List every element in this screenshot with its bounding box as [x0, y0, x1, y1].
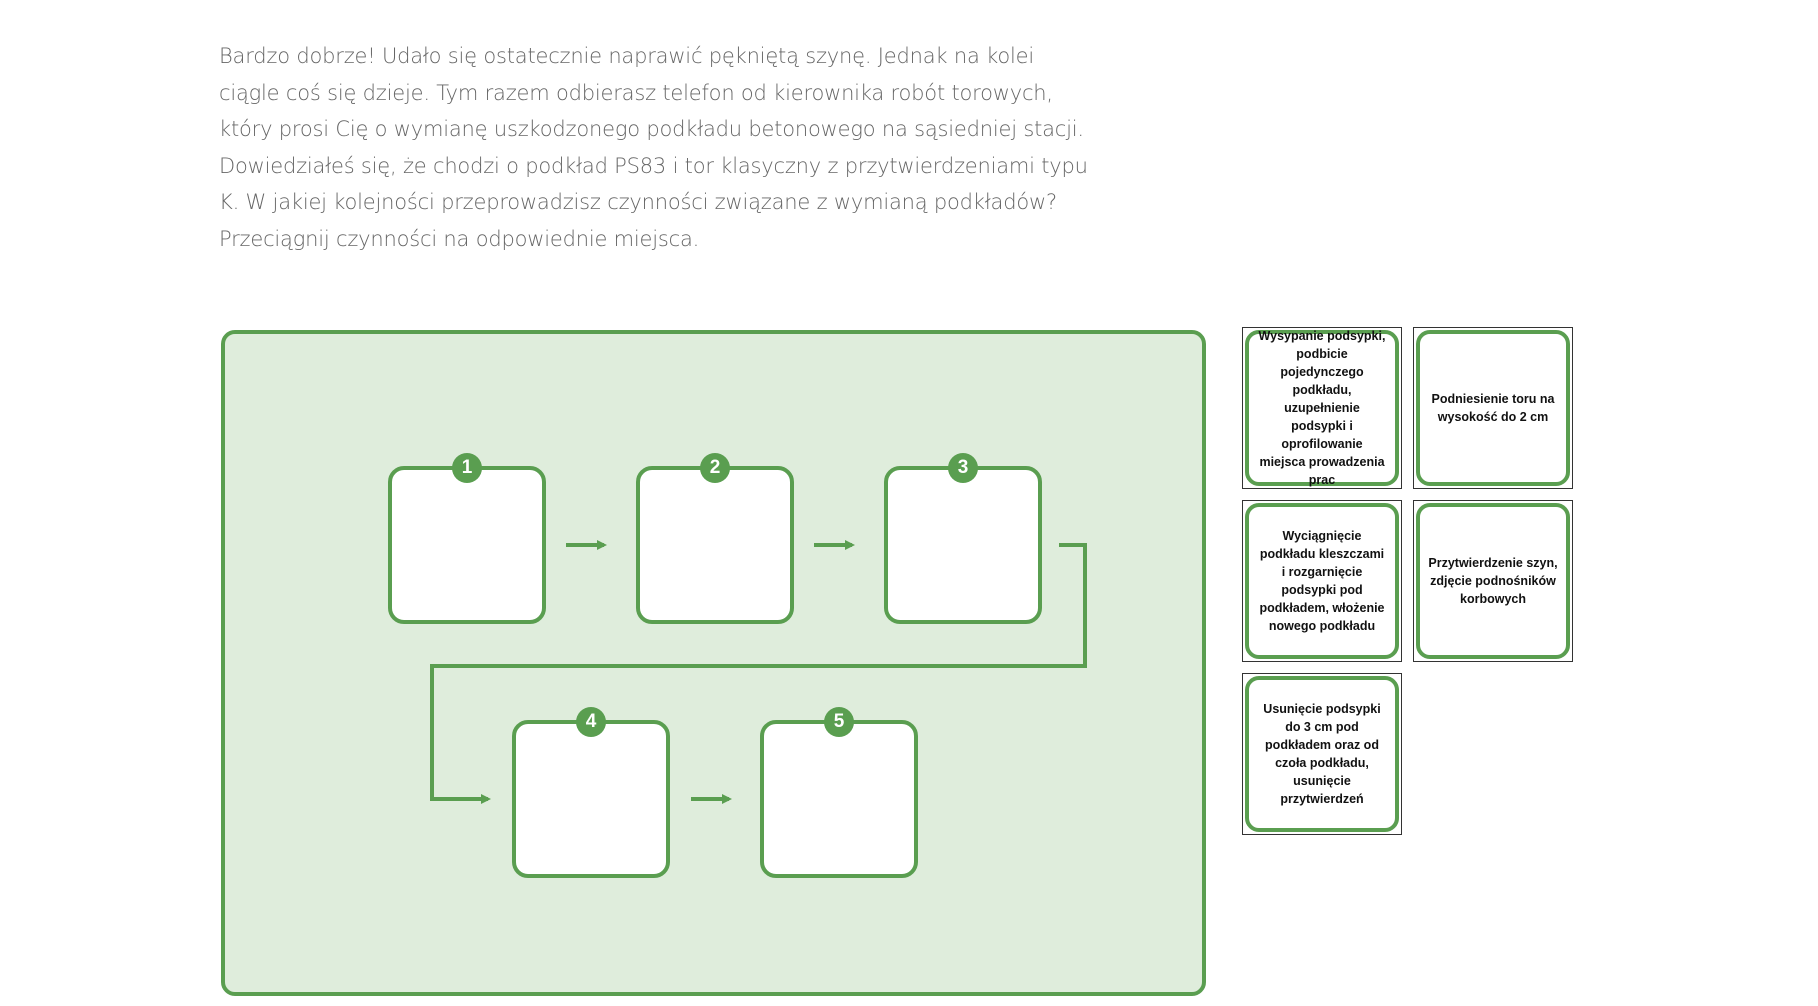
sequence-board: [221, 330, 1206, 996]
drop-slot-5[interactable]: 5: [760, 707, 918, 878]
draggable-card[interactable]: Podniesienie toru na wysokość do 2 cm: [1413, 327, 1573, 489]
drop-slot-4[interactable]: 4: [512, 707, 670, 878]
card-body: Przytwierdzenie szyn, zdjęcie podnośnikó…: [1416, 503, 1570, 659]
card-text: Wyciągnięcie podkładu kleszczami i rozga…: [1259, 529, 1385, 633]
draggable-card[interactable]: Wysypanie podsypki, podbicie pojedynczeg…: [1242, 327, 1402, 489]
card-body: Podniesienie toru na wysokość do 2 cm: [1416, 330, 1570, 486]
card-text: Podniesienie toru na wysokość do 2 cm: [1431, 392, 1555, 424]
instruction-line: ciągle coś się dzieje. Tym razem odbiera…: [219, 80, 1053, 105]
instruction-line: Przeciągnij czynności na odpowiednie mie…: [219, 226, 700, 251]
instruction-line: Dowiedziałeś się, że chodzi o podkład PS…: [219, 153, 1088, 178]
instruction-line: K. W jakiej kolejności przeprowadzisz cz…: [219, 190, 1057, 214]
draggable-card[interactable]: Wyciągnięcie podkładu kleszczami i rozga…: [1242, 500, 1402, 662]
draggable-card[interactable]: Usunięcie podsypki do 3 cm pod podkładem…: [1242, 673, 1402, 835]
drop-slot-3[interactable]: 3: [884, 453, 1042, 624]
step-number-badge: 1: [452, 453, 482, 483]
card-text: Usunięcie podsypki do 3 cm pod podkładem…: [1263, 702, 1381, 806]
card-body: Wyciągnięcie podkładu kleszczami i rozga…: [1245, 503, 1399, 659]
drop-slot-2[interactable]: 2: [636, 453, 794, 624]
card-text: Wysypanie podsypki, podbicie pojedynczeg…: [1258, 329, 1386, 487]
task-instructions: Bardzo dobrze! Udało się ostatecznie nap…: [219, 38, 1099, 257]
drop-slot-1[interactable]: 1: [388, 453, 546, 624]
card-text: Przytwierdzenie szyn, zdjęcie podnośnikó…: [1428, 556, 1558, 606]
card-body: Usunięcie podsypki do 3 cm pod podkładem…: [1245, 676, 1399, 832]
card-body: Wysypanie podsypki, podbicie pojedynczeg…: [1245, 329, 1399, 487]
step-number-badge: 3: [948, 453, 978, 483]
draggable-card[interactable]: Przytwierdzenie szyn, zdjęcie podnośnikó…: [1413, 500, 1573, 662]
instruction-line: Bardzo dobrze! Udało się ostatecznie nap…: [219, 44, 1034, 68]
step-number-badge: 5: [824, 707, 854, 737]
instruction-line: który prosi Cię o wymianę uszkodzonego p…: [219, 117, 1084, 141]
step-number-badge: 2: [700, 453, 730, 483]
step-number-badge: 4: [576, 707, 606, 737]
